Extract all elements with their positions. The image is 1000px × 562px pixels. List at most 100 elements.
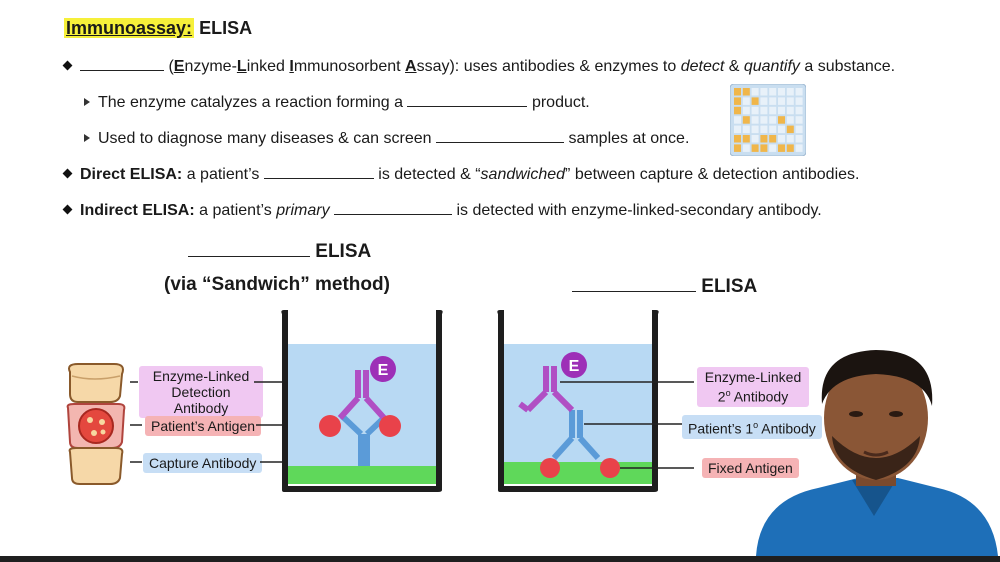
plate-well <box>734 97 741 105</box>
page-title: Immunoassay: ELISA <box>64 18 252 39</box>
plate-well <box>734 125 741 134</box>
tomato-slice-icon <box>66 403 126 449</box>
text-quantify: quantify <box>743 58 800 75</box>
plate-well <box>760 116 768 124</box>
plate-well <box>769 88 777 96</box>
plate-well <box>734 106 741 115</box>
fixed-antigen-left <box>540 458 560 478</box>
sub-bullet-arrow-icon <box>84 98 90 106</box>
plate-well <box>778 135 785 143</box>
fixed-antigen-right <box>600 458 620 478</box>
bullet-diamond-icon <box>62 204 73 215</box>
title-topic: ELISA <box>199 18 253 38</box>
letter-e: E <box>173 58 185 75</box>
direct-sandwiched: sandwiched <box>480 166 566 183</box>
letter-i: I <box>289 58 294 75</box>
bullet-indirect-elisa: Indirect ELISA: a patient’s primary is d… <box>62 200 822 220</box>
label-line-2: Detection Antibody <box>171 384 231 416</box>
plate-well <box>760 144 768 152</box>
left-diagram-subheading: (via “Sandwich” method) <box>164 274 390 295</box>
bullet-diamond-icon <box>62 168 73 179</box>
letter-l: L <box>236 58 247 75</box>
label-line-1: Enzyme-Linked <box>152 368 250 384</box>
label-patient-antigen: Patient’s Antigen <box>145 416 262 436</box>
sub2-pre: Used to diagnose many diseases & can scr… <box>98 130 432 147</box>
plate-well <box>795 144 803 152</box>
letter-a: A <box>405 58 417 75</box>
right-diagram-heading: ELISA <box>572 273 757 298</box>
answer-blank <box>407 92 528 107</box>
plate-well <box>769 116 777 124</box>
plate-well <box>760 97 768 105</box>
label-part: 2 <box>717 388 726 405</box>
detection-antibody <box>337 370 387 421</box>
sub-bullet-diagnose: Used to diagnose many diseases & can scr… <box>84 128 689 148</box>
plate-well <box>786 88 794 96</box>
plate-well <box>795 116 803 124</box>
plate-well <box>734 116 741 124</box>
plate-well <box>795 135 803 143</box>
sub-bullet-product: The enzyme catalyzes a reaction forming … <box>84 92 590 112</box>
text-mmuno: mmunosorbent <box>293 58 406 75</box>
text-end: a substance. <box>799 58 896 75</box>
bread-slice-icon <box>68 363 124 403</box>
plate-well <box>778 125 785 134</box>
label-superscript: o <box>725 388 731 398</box>
direct-mid2: ” between capture & detection antibodies… <box>565 166 860 183</box>
plate-well <box>734 88 741 96</box>
sub1-pre: The enzyme catalyzes a reaction forming … <box>98 94 404 111</box>
label-line-2: 2o Antibody <box>703 385 803 405</box>
plate-well <box>769 125 777 134</box>
plate-well <box>769 97 777 105</box>
plate-well <box>742 135 750 143</box>
plate-well <box>778 88 785 96</box>
direct-label: Direct ELISA: <box>80 166 183 183</box>
label-capture-antibody: Capture Antibody <box>143 453 263 473</box>
answer-blank <box>435 128 564 143</box>
label-part: Patient’s 1 <box>688 420 754 437</box>
sub-bullet-arrow-icon <box>84 134 90 142</box>
plate-well <box>751 97 759 105</box>
text-paren: ( <box>168 58 174 75</box>
enzyme-letter: E <box>378 362 389 379</box>
label-secondary-antibody: Enzyme-Linked 2o Antibody <box>697 367 809 407</box>
well-surface-layer <box>288 466 436 484</box>
bullet-diamond-icon <box>62 60 73 71</box>
bullet-definition: (Enzyme-Linked Immunosorbent Assay): use… <box>62 56 896 76</box>
antigen-left <box>319 415 341 437</box>
left-heading-text: ELISA <box>315 241 372 262</box>
enzyme-icon <box>370 356 396 382</box>
secondary-antibody <box>518 366 575 413</box>
plate-well <box>760 135 768 143</box>
answer-blank <box>334 200 453 215</box>
direct-pre: a patient’s <box>186 166 260 183</box>
indirect-primary: primary <box>276 202 330 219</box>
plate-well <box>751 116 759 124</box>
plate-well <box>786 135 794 143</box>
plate-well <box>795 97 803 105</box>
label-superscript: o <box>753 420 759 430</box>
indirect-pre: a patient’s <box>199 202 272 219</box>
sub2-post: samples at once. <box>568 130 690 147</box>
plate-well <box>760 106 768 115</box>
label-part: Antibody <box>730 388 789 405</box>
plate-well <box>742 106 750 115</box>
enzyme-letter: E <box>569 358 580 375</box>
answer-blank <box>188 238 310 257</box>
indirect-post: is detected with enzyme-linked-secondary… <box>456 202 822 219</box>
text-detect: detect <box>680 58 725 75</box>
label-part: Antibody <box>758 420 816 437</box>
bread-slice-icon <box>68 447 124 485</box>
indirect-elisa-well-diagram: E <box>497 310 694 492</box>
plate-well <box>742 125 750 134</box>
plate-well <box>769 106 777 115</box>
direct-mid1: is detected & “ <box>378 166 481 183</box>
sub1-post: product. <box>531 94 590 111</box>
label-primary-antibody: Patient’s 1o Antibody <box>682 415 822 439</box>
label-line-1: Enzyme-Linked <box>704 369 802 385</box>
plate-well <box>795 125 803 134</box>
well-surface-layer <box>504 462 652 484</box>
plate-well <box>769 144 777 152</box>
plate-well <box>742 116 750 124</box>
plate-well <box>778 116 785 124</box>
